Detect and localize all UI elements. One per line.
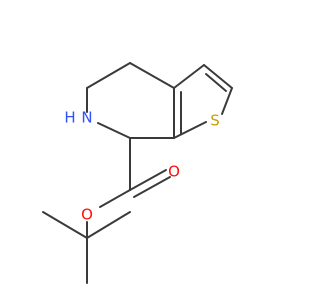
bond-c2-s [221,87,233,115]
nitrogen-atom-label: N [81,109,92,127]
bond-s-c7a [173,121,207,139]
bond-carbonyl-ester-o [99,189,131,208]
bond-c3a-c3 [173,64,205,89]
carbonyl-oxygen-label: O [168,163,180,181]
nitrogen-hydrogen-label: H [64,109,75,127]
sulfur-atom-label: S [210,112,220,130]
bond-carbonyl-o-b [133,176,171,198]
molecule-structure: H N S O O [42,62,233,284]
ester-oxygen-label: O [81,206,93,224]
bond-carbonyl-o-a [129,169,167,191]
bond-c3-c2 [203,64,233,89]
bond-c3-c2-inner [205,73,227,92]
bond-n-c7 [97,122,131,139]
bond-c4-c5 [129,62,175,89]
bond-tbutyl-methyl-left [42,211,88,239]
bond-c4-c3 [86,62,131,89]
bond-tbutyl-methyl-right [86,211,131,239]
